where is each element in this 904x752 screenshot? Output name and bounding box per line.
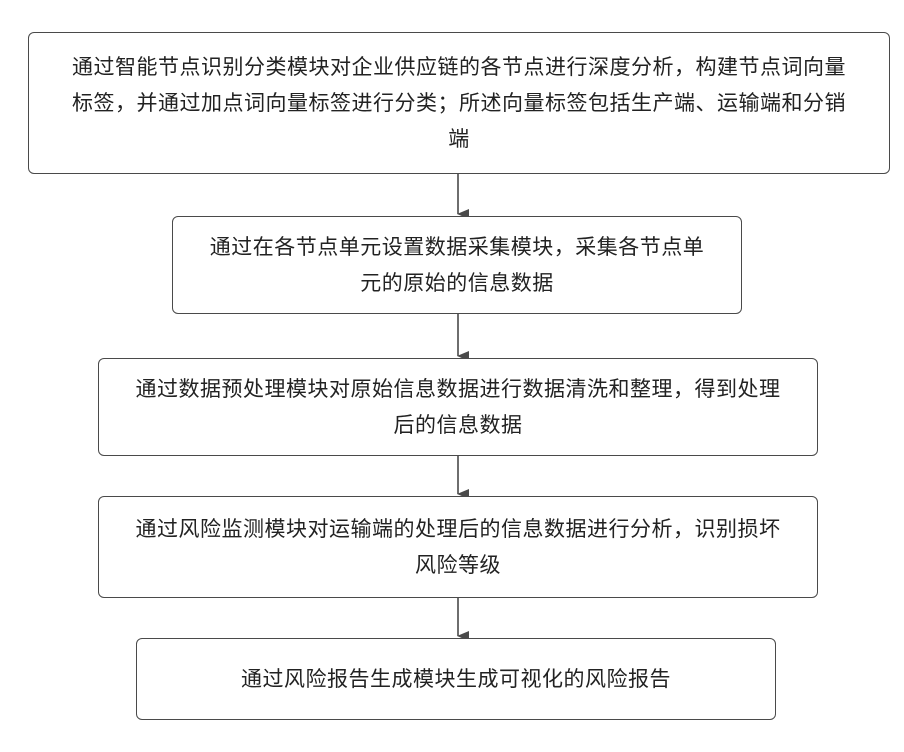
step-5-text: 通过风险报告生成模块生成可视化的风险报告	[241, 661, 671, 697]
step-3-preprocessing-box: 通过数据预处理模块对原始信息数据进行数据清洗和整理，得到处理后的信息数据	[98, 358, 818, 456]
step-2-text: 通过在各节点单元设置数据采集模块，采集各节点单元的原始的信息数据	[209, 229, 705, 301]
step-4-risk-monitoring-box: 通过风险监测模块对运输端的处理后的信息数据进行分析，识别损坏风险等级	[98, 496, 818, 598]
step-1-text: 通过智能节点识别分类模块对企业供应链的各节点进行深度分析，构建节点词向量标签，并…	[69, 49, 849, 157]
step-5-risk-report-box: 通过风险报告生成模块生成可视化的风险报告	[136, 638, 776, 720]
step-1-node-analysis-box: 通过智能节点识别分类模块对企业供应链的各节点进行深度分析，构建节点词向量标签，并…	[28, 32, 890, 174]
step-4-text: 通过风险监测模块对运输端的处理后的信息数据进行分析，识别损坏风险等级	[127, 511, 789, 583]
step-3-text: 通过数据预处理模块对原始信息数据进行数据清洗和整理，得到处理后的信息数据	[127, 371, 789, 443]
step-2-data-collection-box: 通过在各节点单元设置数据采集模块，采集各节点单元的原始的信息数据	[172, 216, 742, 314]
